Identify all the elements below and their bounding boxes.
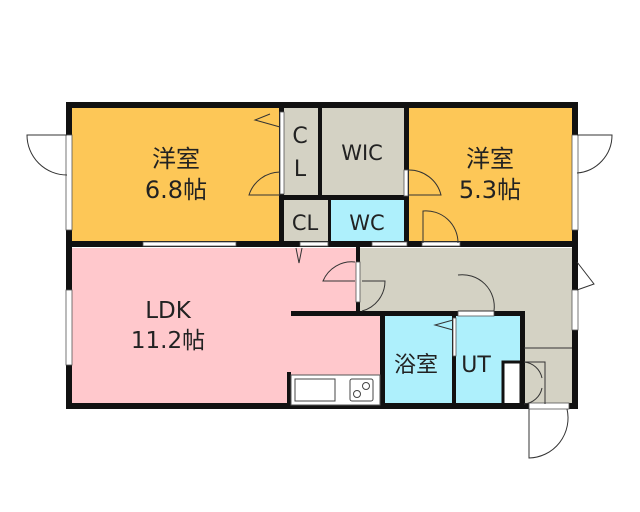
bath-label: 浴室 bbox=[394, 353, 438, 378]
bedroom-right-size: 5.3帖 bbox=[459, 176, 521, 204]
kitchen-counter bbox=[290, 374, 381, 406]
bathroom bbox=[384, 316, 454, 405]
storage-box bbox=[501, 360, 523, 407]
closet-tall-label-2: L bbox=[294, 157, 307, 182]
door-swings bbox=[26, 113, 613, 459]
closet-tall bbox=[284, 107, 320, 197]
windows bbox=[65, 111, 579, 410]
bedroom-right-name: 洋室 bbox=[466, 145, 514, 173]
stove-icon bbox=[349, 378, 374, 402]
closet-tall-label-1: C bbox=[292, 124, 307, 149]
closet-small-label: CL bbox=[292, 211, 319, 235]
bedroom-right bbox=[408, 107, 574, 244]
ldk bbox=[70, 248, 382, 405]
wc-label: WC bbox=[349, 211, 384, 235]
walk-in-closet bbox=[320, 107, 406, 197]
bedroom-left-name: 洋室 bbox=[152, 145, 200, 173]
wc bbox=[329, 200, 406, 244]
ldk-label: LDK bbox=[145, 298, 192, 324]
ut-label: UT bbox=[461, 353, 491, 378]
bedroom-left bbox=[70, 107, 282, 244]
sink-icon bbox=[294, 378, 336, 402]
wic-label: WIC bbox=[341, 141, 383, 165]
ldk-size: 11.2帖 bbox=[131, 328, 205, 354]
hallway bbox=[360, 248, 574, 405]
closet-small bbox=[284, 200, 329, 244]
bedroom-left-size: 6.8帖 bbox=[145, 176, 207, 204]
